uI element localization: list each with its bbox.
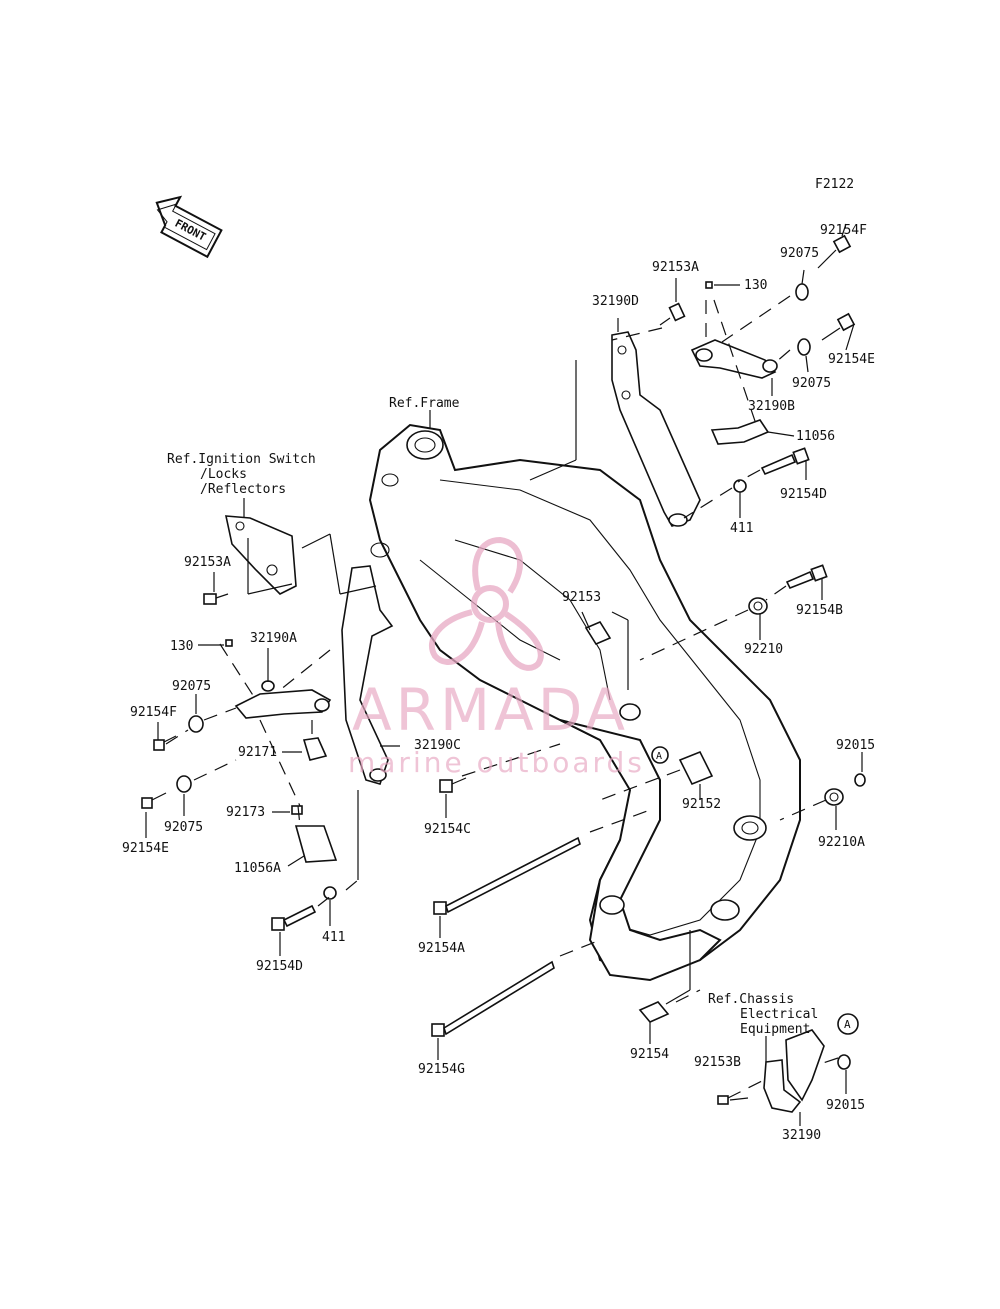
front-arrow-icon: FRONT xyxy=(155,195,223,259)
hardware-left xyxy=(141,593,467,931)
label-92173: 92173 xyxy=(226,805,265,820)
label-92154F-right: 92154F xyxy=(820,223,867,238)
watermark-tagline: marine outboards xyxy=(348,746,645,779)
bracket-32190: A xyxy=(717,1013,859,1113)
label-92210: 92210 xyxy=(744,642,783,657)
callout-letter-a: A xyxy=(656,751,662,762)
label-92154C: 92154C xyxy=(424,822,471,837)
label-130-right: 130 xyxy=(744,278,767,293)
label-411-right: 411 xyxy=(730,521,753,536)
label-ref-chassis-2: Electrical xyxy=(740,1007,818,1022)
label-11056A: 11056A xyxy=(234,861,281,876)
label-92075-right-2: 92075 xyxy=(792,376,831,391)
label-ref-frame: Ref.Frame xyxy=(389,396,460,411)
label-ref-ignition-2: /Locks xyxy=(200,467,247,482)
label-32190: 32190 xyxy=(782,1128,821,1143)
label-92153B: 92153B xyxy=(694,1055,741,1070)
callout-letter-a-bottom: A xyxy=(844,1018,851,1031)
figure-code: F2122 xyxy=(815,177,854,192)
label-92152: 92152 xyxy=(682,797,721,812)
label-92154E-right: 92154E xyxy=(828,352,875,367)
label-32190D: 32190D xyxy=(592,294,639,309)
label-92210A: 92210A xyxy=(818,835,865,850)
label-92075-left-2: 92075 xyxy=(164,820,203,835)
label-ref-chassis-3: Equipment xyxy=(740,1022,810,1037)
bracket-32190C xyxy=(341,565,394,785)
bracket-left-plate xyxy=(224,515,297,595)
label-32190B: 32190B xyxy=(748,399,795,414)
label-92154G: 92154G xyxy=(418,1062,465,1077)
clip-11056 xyxy=(710,419,770,445)
label-11056: 11056 xyxy=(796,429,835,444)
label-92154E-left: 92154E xyxy=(122,841,169,856)
label-130-left: 130 xyxy=(170,639,193,654)
label-92153A-left: 92153A xyxy=(184,555,231,570)
through-bolts xyxy=(431,836,670,1037)
bracket-32190A xyxy=(234,680,332,719)
label-92154: 92154 xyxy=(630,1047,669,1062)
label-411-left: 411 xyxy=(322,930,345,945)
label-92154A: 92154A xyxy=(418,941,465,956)
label-92075-left-1: 92075 xyxy=(172,679,211,694)
watermark-brand: ARMADA xyxy=(352,676,629,744)
bracket-32190D xyxy=(611,331,701,527)
bracket-32190B xyxy=(690,339,778,379)
label-32190A: 32190A xyxy=(250,631,297,646)
label-92154D-left: 92154D xyxy=(256,959,303,974)
hardware-right: A xyxy=(584,234,866,806)
label-92015-right: 92015 xyxy=(836,738,875,753)
label-92075-right-1: 92075 xyxy=(780,246,819,261)
label-92154F-left: 92154F xyxy=(130,705,177,720)
label-92015-bottom: 92015 xyxy=(826,1098,865,1113)
watermark-propeller-icon xyxy=(428,536,544,671)
watermark: ARMADA marine outboards xyxy=(348,536,645,779)
label-92154D-right: 92154D xyxy=(780,487,827,502)
label-92154B: 92154B xyxy=(796,603,843,618)
label-92153A-right: 92153A xyxy=(652,260,699,275)
label-ref-chassis-1: Ref.Chassis xyxy=(708,992,794,1007)
label-32190C: 32190C xyxy=(414,738,461,753)
label-92171: 92171 xyxy=(238,745,277,760)
part-labels: 92154F 92075 92153A 130 32190D 92154E 92… xyxy=(122,223,875,1143)
label-92153: 92153 xyxy=(562,590,601,605)
leader-lines xyxy=(145,223,863,1126)
label-ref-ignition-1: Ref.Ignition Switch xyxy=(167,452,316,467)
label-ref-ignition-3: /Reflectors xyxy=(200,482,286,497)
